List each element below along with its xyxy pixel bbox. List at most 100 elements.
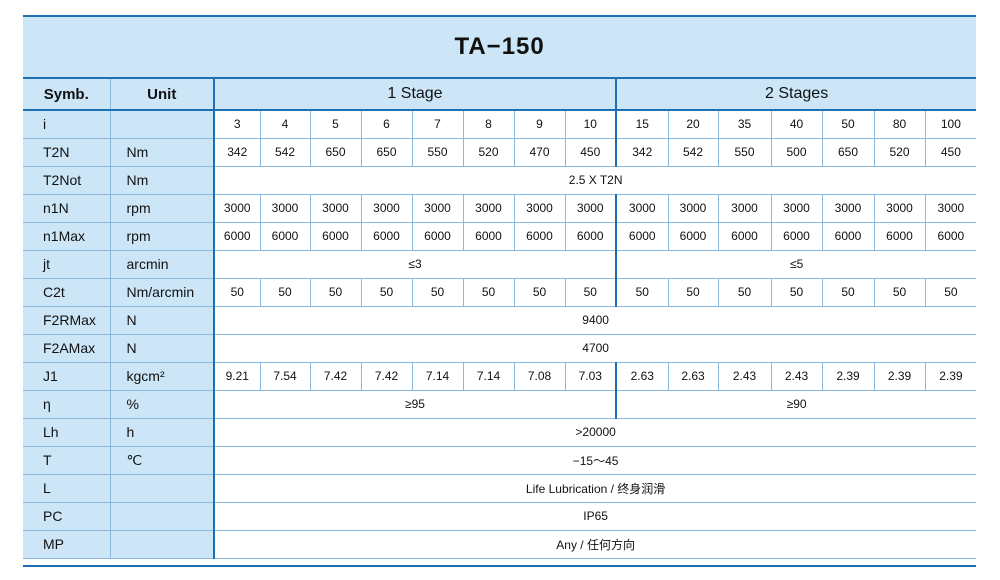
value-cell: 10 bbox=[565, 110, 617, 139]
value-cell: 2.63 bbox=[616, 362, 669, 391]
unit-cell: kgcm² bbox=[110, 362, 215, 391]
table-row: η%≥95≥90 bbox=[23, 390, 977, 419]
value-cell: 6000 bbox=[718, 222, 772, 251]
value-cell: 20 bbox=[668, 110, 719, 139]
value-cell: 2.63 bbox=[668, 362, 719, 391]
value-cell: 550 bbox=[718, 138, 772, 167]
value-cell: 342 bbox=[214, 138, 261, 167]
value-cell: 40 bbox=[771, 110, 823, 139]
symbol-cell: T bbox=[23, 446, 111, 475]
value-cell: 450 bbox=[565, 138, 617, 167]
unit-cell: N bbox=[110, 306, 215, 335]
value-cell: 3000 bbox=[822, 194, 875, 223]
value-cell: 3000 bbox=[565, 194, 617, 223]
span-value-cell: 4700 bbox=[214, 334, 977, 363]
value-cell: 3 bbox=[214, 110, 261, 139]
span-value-cell: Any / 任何方向 bbox=[214, 530, 977, 559]
value-cell: 650 bbox=[822, 138, 875, 167]
value-cell: 80 bbox=[874, 110, 926, 139]
unit-cell: rpm bbox=[110, 222, 215, 251]
value-cell: 2.39 bbox=[925, 362, 977, 391]
page-title: TA−150 bbox=[23, 17, 977, 79]
value-cell: 6000 bbox=[565, 222, 617, 251]
value-cell: 3000 bbox=[463, 194, 515, 223]
value-cell: 3000 bbox=[771, 194, 823, 223]
unit-cell: Nm bbox=[110, 138, 215, 167]
value-cell: 9 bbox=[514, 110, 566, 139]
value-cell: 3000 bbox=[668, 194, 719, 223]
value-cell: 50 bbox=[874, 278, 926, 307]
value-cell: 3000 bbox=[310, 194, 362, 223]
table-row: MP Any / 任何方向 bbox=[23, 530, 977, 559]
unit-cell: h bbox=[110, 418, 215, 447]
value-cell: 50 bbox=[718, 278, 772, 307]
value-cell: 520 bbox=[874, 138, 926, 167]
symbol-cell: η bbox=[23, 390, 111, 419]
value-cell: 50 bbox=[412, 278, 464, 307]
value-cell: 50 bbox=[565, 278, 617, 307]
value-cell: 50 bbox=[260, 278, 311, 307]
value-cell: 470 bbox=[514, 138, 566, 167]
value-cell: 6000 bbox=[361, 222, 413, 251]
value-cell: 50 bbox=[616, 278, 669, 307]
span-value-cell: IP65 bbox=[214, 502, 977, 531]
unit-cell: arcmin bbox=[110, 250, 215, 279]
value-cell: 650 bbox=[310, 138, 362, 167]
value-cell: 7.42 bbox=[310, 362, 362, 391]
symbol-cell: MP bbox=[23, 530, 111, 559]
value-cell: 3000 bbox=[260, 194, 311, 223]
unit-cell: ℃ bbox=[110, 446, 215, 475]
value-cell: 2.43 bbox=[718, 362, 772, 391]
value-cell: 520 bbox=[463, 138, 515, 167]
symbol-cell: J1 bbox=[23, 362, 111, 391]
value-cell: 3000 bbox=[514, 194, 566, 223]
value-cell: 6000 bbox=[771, 222, 823, 251]
stage1-value-cell: ≥95 bbox=[214, 390, 617, 419]
symbol-cell: C2t bbox=[23, 278, 111, 307]
unit-cell bbox=[110, 110, 215, 139]
symbol-cell: F2AMax bbox=[23, 334, 111, 363]
unit-cell bbox=[110, 530, 215, 559]
value-cell: 450 bbox=[925, 138, 977, 167]
value-cell: 6000 bbox=[412, 222, 464, 251]
value-cell: 7.08 bbox=[514, 362, 566, 391]
value-cell: 50 bbox=[822, 278, 875, 307]
symbol-cell: Lh bbox=[23, 418, 111, 447]
value-cell: 7.42 bbox=[361, 362, 413, 391]
value-cell: 6000 bbox=[214, 222, 261, 251]
value-cell: 5 bbox=[310, 110, 362, 139]
value-cell: 3000 bbox=[925, 194, 977, 223]
symbol-cell: n1Max bbox=[23, 222, 111, 251]
value-cell: 342 bbox=[616, 138, 669, 167]
symbol-cell: T2Not bbox=[23, 166, 111, 195]
value-cell: 50 bbox=[310, 278, 362, 307]
value-cell: 3000 bbox=[874, 194, 926, 223]
value-cell: 50 bbox=[822, 110, 875, 139]
stage2-value-cell: ≤5 bbox=[616, 250, 977, 279]
value-cell: 650 bbox=[361, 138, 413, 167]
value-cell: 2.39 bbox=[874, 362, 926, 391]
span-value-cell: Life Lubrication / 终身润滑 bbox=[214, 474, 977, 503]
span-value-cell: >20000 bbox=[214, 418, 977, 447]
unit-cell: Nm/arcmin bbox=[110, 278, 215, 307]
value-cell: 7 bbox=[412, 110, 464, 139]
value-cell: 6000 bbox=[514, 222, 566, 251]
span-value-cell: −15～45 bbox=[214, 446, 977, 475]
value-cell: 15 bbox=[616, 110, 669, 139]
value-cell: 6000 bbox=[925, 222, 977, 251]
stage1-value-cell: ≤3 bbox=[214, 250, 617, 279]
value-cell: 50 bbox=[361, 278, 413, 307]
